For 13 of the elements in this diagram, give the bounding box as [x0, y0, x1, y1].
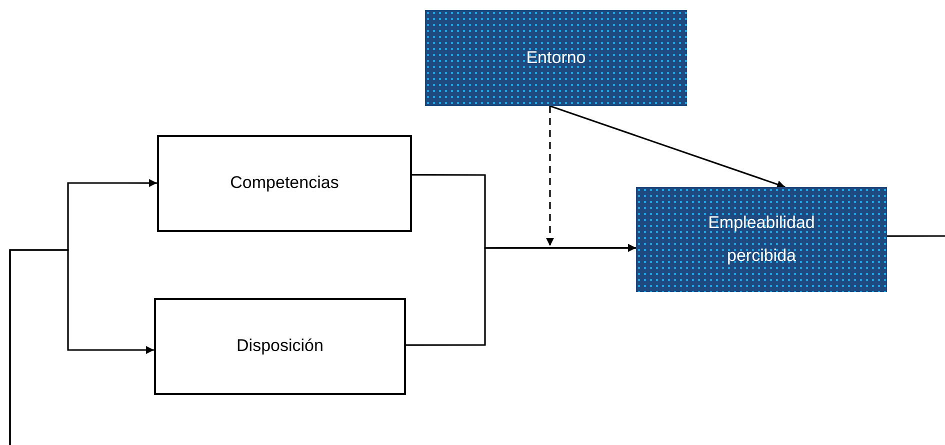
box-label: Empleabilidad percibida [707, 212, 816, 266]
box-label: Competencias [230, 172, 339, 194]
connector-line [887, 235, 945, 237]
box-label: Disposición [236, 335, 324, 358]
arrow [9, 249, 154, 445]
process-box [157, 135, 412, 232]
arrow [550, 105, 786, 188]
process-box [425, 10, 687, 106]
process-box [636, 187, 887, 292]
arrow [546, 106, 554, 246]
arrow [406, 244, 636, 346]
process-box [154, 298, 406, 395]
box-label: Entorno [526, 46, 586, 69]
